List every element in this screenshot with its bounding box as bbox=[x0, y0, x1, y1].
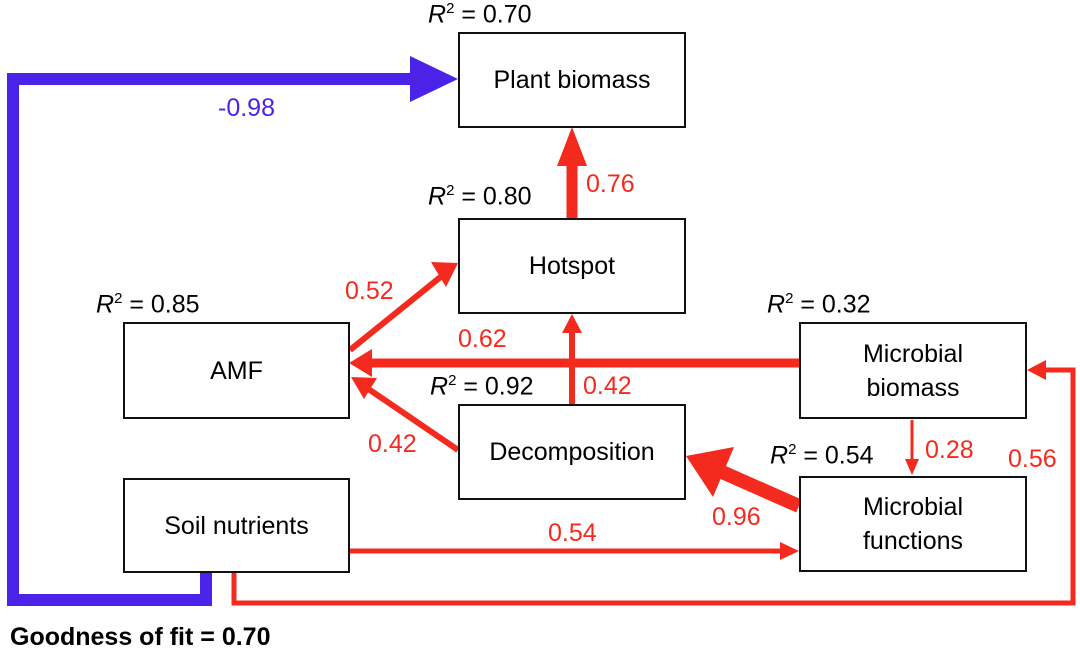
path-amf-to-hotspot bbox=[348, 272, 445, 353]
node-microbial-biomass: Microbial biomass bbox=[799, 322, 1027, 419]
node-soil-nutrients: Soil nutrients bbox=[123, 478, 350, 573]
goodness-of-fit: Goodness of fit = 0.70 bbox=[10, 623, 271, 651]
r2-microbial-biomass: R2 = 0.32 bbox=[767, 290, 871, 319]
coef-amf-to-hotspot: 0.52 bbox=[345, 277, 394, 305]
r2-amf: R2 = 0.85 bbox=[96, 290, 200, 319]
r2-plant-biomass: R2 = 0.70 bbox=[428, 0, 532, 29]
coef-hotspot-to-plant: 0.76 bbox=[586, 170, 635, 198]
node-hotspot-label: Hotspot bbox=[528, 252, 616, 280]
node-hotspot: Hotspot bbox=[458, 218, 686, 314]
arrowhead-microbial-biomass-to-amf bbox=[349, 349, 372, 377]
arrowhead-decomposition-to-hotspot bbox=[562, 314, 582, 333]
coef-decomposition-to-amf: 0.42 bbox=[368, 430, 417, 458]
node-microbial-biomass-label-line2: biomass bbox=[866, 373, 960, 402]
arrowhead-soil-to-microbial-biomass bbox=[1027, 360, 1046, 380]
coef-biomass-to-functions: 0.28 bbox=[925, 436, 974, 464]
node-microbial-functions-label-line2: functions bbox=[862, 527, 964, 555]
arrowhead-amf-to-hotspot bbox=[431, 262, 458, 287]
arrowhead-hotspot-to-plant bbox=[557, 127, 587, 166]
coef-functions-to-decomposition: 0.96 bbox=[712, 503, 761, 531]
r2-decomposition-value: 0.92 bbox=[484, 372, 534, 401]
coef-decomposition-to-hotspot: 0.42 bbox=[583, 372, 632, 400]
r2-microbial-functions: R2 = 0.54 bbox=[770, 441, 874, 470]
node-plant-biomass: Plant biomass bbox=[458, 32, 686, 128]
path-decomposition-to-amf bbox=[365, 385, 460, 453]
path-soil-to-microbial-biomass bbox=[231, 367, 1076, 606]
node-decomposition-label: Decomposition bbox=[489, 438, 655, 466]
arrowhead-functions-to-decomposition bbox=[686, 447, 734, 497]
arrowhead-decomposition-to-amf bbox=[351, 377, 377, 399]
coef-soil-to-microbial-functions: 0.54 bbox=[548, 519, 597, 547]
node-decomposition: Decomposition bbox=[458, 404, 686, 500]
arrowhead-soil-to-plant bbox=[410, 56, 458, 102]
node-microbial-functions: Microbial functions bbox=[799, 476, 1027, 572]
path-soil-to-plant bbox=[7, 73, 412, 606]
r2-plant-biomass-value: 0.70 bbox=[482, 0, 532, 29]
path-functions-to-decomposition bbox=[719, 465, 802, 513]
r2-hotspot: R2 = 0.80 bbox=[428, 182, 532, 211]
node-soil-nutrients-label: Soil nutrients bbox=[164, 511, 309, 540]
node-microbial-functions-label-line1: Microbial bbox=[862, 493, 964, 521]
coef-soil-to-plant: -0.98 bbox=[218, 94, 275, 122]
r2-amf-value: 0.85 bbox=[150, 290, 200, 319]
coef-microbial-biomass-to-amf: 0.62 bbox=[458, 325, 507, 353]
r2-microbial-functions-value: 0.54 bbox=[824, 441, 874, 470]
arrowhead-soil-to-microbial-functions bbox=[780, 542, 799, 560]
r2-decomposition: R2 = 0.92 bbox=[430, 372, 534, 401]
r2-microbial-biomass-value: 0.32 bbox=[821, 290, 871, 319]
coef-soil-to-microbial-biomass: 0.56 bbox=[1008, 445, 1057, 473]
r2-hotspot-value: 0.80 bbox=[482, 182, 532, 211]
node-amf-label: AMF bbox=[210, 356, 263, 385]
node-microbial-biomass-label-line1: Microbial bbox=[862, 339, 964, 368]
node-amf: AMF bbox=[123, 322, 350, 419]
arrowhead-biomass-to-functions bbox=[905, 459, 919, 475]
node-plant-biomass-label: Plant biomass bbox=[493, 66, 651, 94]
